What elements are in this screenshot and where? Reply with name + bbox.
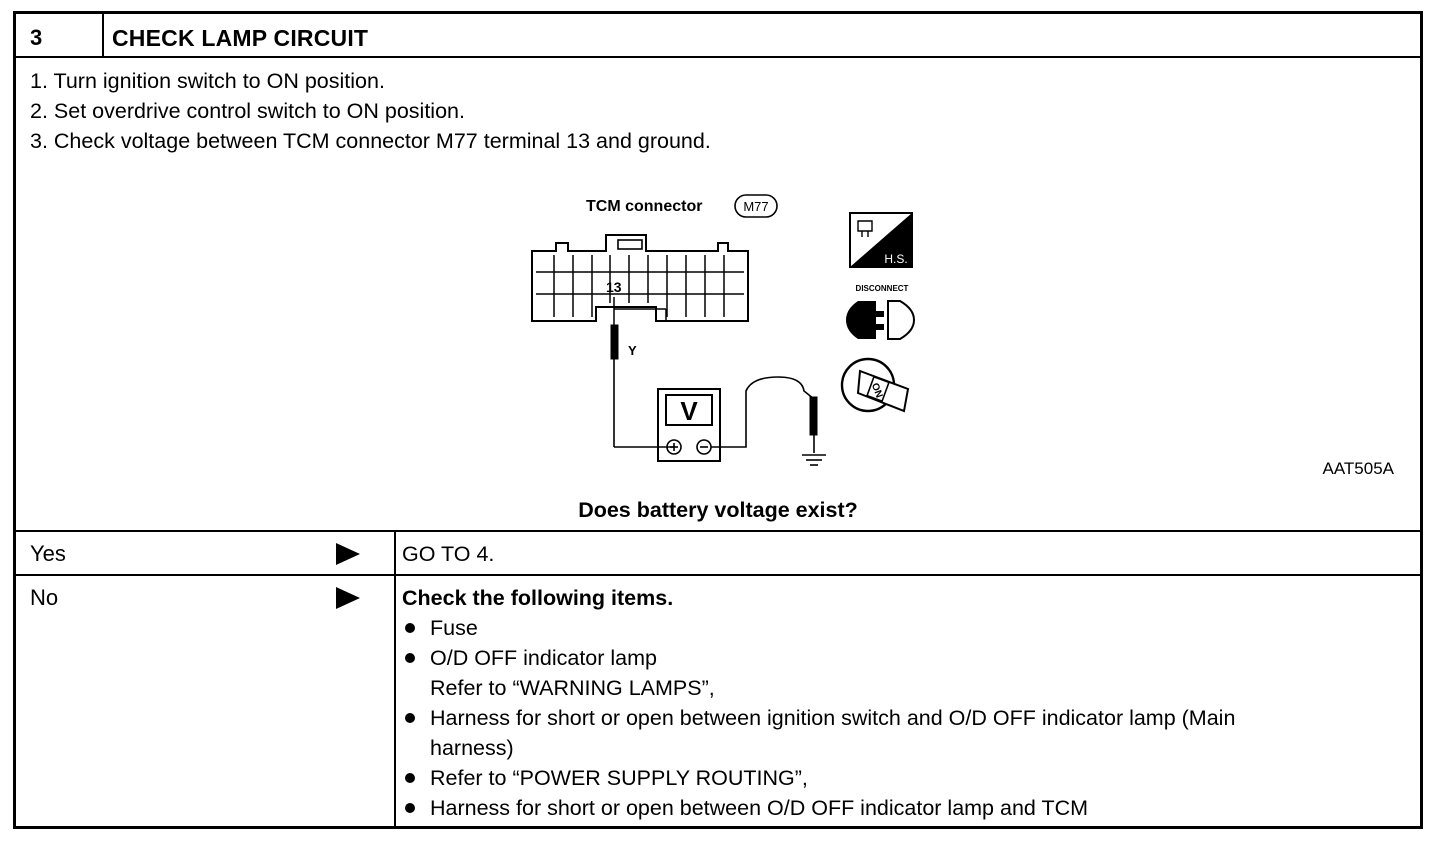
header-rule xyxy=(16,56,1420,58)
step-title: CHECK LAMP CIRCUIT xyxy=(112,25,369,51)
connector-code-badge xyxy=(734,194,778,218)
connector-code: M77 xyxy=(743,199,768,214)
answer-no-heading: Check the following items. xyxy=(402,586,674,610)
positive-probe xyxy=(610,297,674,448)
wire-color: Y xyxy=(628,343,637,358)
arrow-right-icon xyxy=(336,543,360,565)
answer-yes-result: GO TO 4. xyxy=(402,542,495,566)
disconnect-icon xyxy=(846,300,916,340)
answer-yes-label: Yes xyxy=(30,541,66,566)
disconnect-label: DISCONNECT xyxy=(856,284,909,293)
voltmeter-icon xyxy=(657,388,721,462)
question-rule xyxy=(16,530,1420,532)
check-item: Refer to “POWER SUPPLY ROUTING”, xyxy=(430,766,808,790)
hs-connector-icon xyxy=(849,212,913,268)
check-item: Fuse xyxy=(430,616,478,640)
bullet-icon xyxy=(405,713,415,723)
voltmeter-symbol: V xyxy=(680,396,698,426)
figure-id: AAT505A xyxy=(1322,459,1394,478)
tcm-connector-diagram: TCM connector M77 13 xyxy=(531,194,916,466)
instruction-3: 3. Check voltage between TCM connector M… xyxy=(30,129,711,153)
step-number: 3 xyxy=(30,25,43,50)
terminal-number: 13 xyxy=(606,279,622,295)
ignition-key-on-icon xyxy=(840,357,910,413)
check-item: Harness for short or open between igniti… xyxy=(430,706,1236,730)
instruction-2: 2. Set overdrive control switch to ON po… xyxy=(30,99,465,123)
answer-no-label: No xyxy=(30,585,59,610)
check-item: O/D OFF indicator lamp xyxy=(430,646,657,670)
bullet-icon xyxy=(405,623,415,633)
question: Does battery voltage exist? xyxy=(578,498,858,522)
answer-divider xyxy=(394,530,396,829)
connector-label: TCM connector xyxy=(586,198,702,215)
header-divider xyxy=(102,14,104,56)
hs-label: H.S. xyxy=(884,252,907,266)
bullet-icon xyxy=(405,653,415,663)
check-item: Harness for short or open between O/D OF… xyxy=(430,796,1089,820)
arrow-right-icon xyxy=(336,587,360,609)
key-on-label: ON xyxy=(869,382,884,400)
diagnostic-procedure-table: 3 CHECK LAMP CIRCUIT 1. Turn ignition sw… xyxy=(13,11,1423,829)
answer-rule xyxy=(16,574,1420,576)
instruction-1: 1. Turn ignition switch to ON position. xyxy=(30,69,385,93)
tcm-connector-icon xyxy=(531,234,749,322)
negative-probe xyxy=(711,376,818,453)
check-item-note: Refer to “WARNING LAMPS”, xyxy=(430,676,715,700)
bullet-icon xyxy=(405,803,415,813)
bullet-icon xyxy=(405,773,415,783)
ground-icon xyxy=(802,454,826,466)
check-item-continued: harness) xyxy=(430,736,514,760)
